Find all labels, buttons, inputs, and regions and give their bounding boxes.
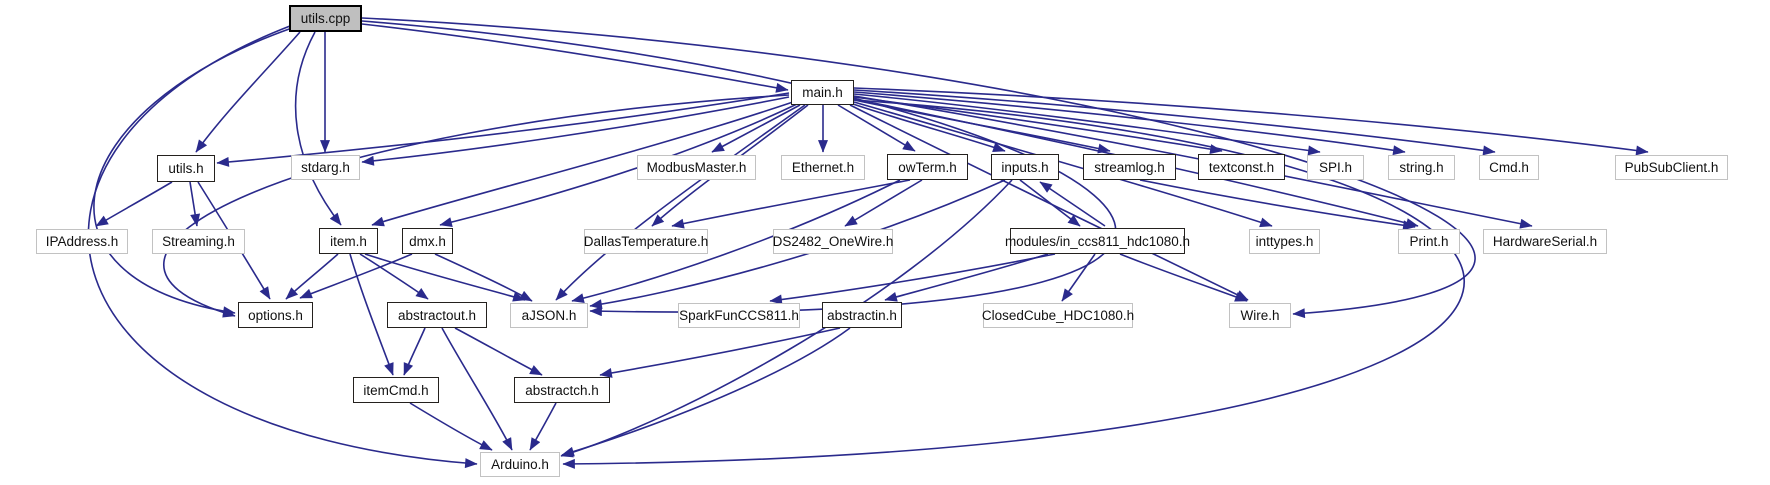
edge-main_h-to-Print_h xyxy=(853,98,1419,228)
node-string_h[interactable]: string.h xyxy=(1388,155,1455,180)
edge-abstractout_h-to-itemCmd_h xyxy=(403,327,426,376)
edge-utils_h-to-Streaming_h xyxy=(189,181,201,227)
edge-in_ccs811_hdc1080_h-to-SparkFunCCS811_h xyxy=(769,253,1056,305)
edge-main_h-to-dmx_h xyxy=(439,103,798,227)
node-utils_cpp[interactable]: utils.cpp xyxy=(289,5,362,32)
edge-main_h-to-SPI_h xyxy=(853,93,1321,156)
node-ClosedCube_HDC1080_h[interactable]: ClosedCube_HDC1080.h xyxy=(982,303,1134,328)
edge-abstractin_h-to-abstractch_h xyxy=(599,327,841,378)
edge-item_h-to-abstractout_h xyxy=(359,253,429,300)
edge-in_ccs811_hdc1080_h-to-ClosedCube_HDC1080_h xyxy=(1061,253,1096,302)
edge-abstractch_h-to-Arduino_h xyxy=(529,402,557,451)
node-main_h[interactable]: main.h xyxy=(791,80,854,105)
node-PubSubClient_h[interactable]: PubSubClient.h xyxy=(1615,155,1728,180)
edge-main_h-to-string_h xyxy=(853,91,1406,156)
node-HardwareSerial_h[interactable]: HardwareSerial.h xyxy=(1483,229,1607,254)
node-SparkFunCCS811_h[interactable]: SparkFunCCS811.h xyxy=(678,303,800,328)
node-inttypes_h[interactable]: inttypes.h xyxy=(1249,229,1320,254)
edge-dmx_h-to-options_h xyxy=(299,253,413,299)
node-utils_h[interactable]: utils.h xyxy=(157,155,215,182)
edge-utils_cpp-to-Arduino_h xyxy=(87,25,478,469)
edge-owTerm_h-to-DallasTemperature_h xyxy=(671,179,911,229)
node-abstractout_h[interactable]: abstractout.h xyxy=(387,302,487,328)
edge-abstractout_h-to-Arduino_h xyxy=(441,327,513,451)
node-Arduino_h[interactable]: Arduino.h xyxy=(480,452,560,477)
edge-in_ccs811_hdc1080_h-to-abstractin_h xyxy=(884,253,1049,302)
edge-abstractin_h-to-Arduino_h xyxy=(561,327,851,457)
edge-main_h-to-inputs_h xyxy=(849,102,1006,152)
edge-dmx_h-to-aJSON_h xyxy=(434,253,533,302)
node-Print_h[interactable]: Print.h xyxy=(1398,229,1460,254)
node-IPAddress_h[interactable]: IPAddress.h xyxy=(36,229,128,254)
edge-streamlog_h-to-Print_h xyxy=(1139,179,1416,231)
node-owTerm_h[interactable]: owTerm.h xyxy=(887,154,968,180)
node-Wire_h[interactable]: Wire.h xyxy=(1229,303,1291,328)
edge-inputs_h-to-Arduino_h xyxy=(560,179,1013,458)
edge-main_h-to-ModbusMaster_h xyxy=(711,104,801,153)
edge-utils_cpp-to-item_h xyxy=(294,31,342,226)
node-inputs_h[interactable]: inputs.h xyxy=(991,154,1059,180)
edge-in_ccs811_hdc1080_h-to-inputs_h xyxy=(1039,181,1106,227)
edge-itemCmd_h-to-Arduino_h xyxy=(409,402,493,451)
node-textconst_h[interactable]: textconst.h xyxy=(1198,154,1285,180)
node-dmx_h[interactable]: dmx.h xyxy=(402,228,453,254)
edge-utils_cpp-to-main_h xyxy=(361,23,789,93)
edge-item_h-to-options_h xyxy=(285,253,339,300)
edge-main_h-to-Cmd_h xyxy=(853,89,1496,156)
edge-utils_cpp-to-aJSON_h xyxy=(361,20,1117,317)
edge-main_h-to-item_h xyxy=(371,101,794,227)
node-in_ccs811_hdc1080_h[interactable]: modules/in_ccs811_hdc1080.h xyxy=(1005,228,1190,254)
edge-in_ccs811_hdc1080_h-to-Wire_h xyxy=(1119,253,1248,302)
edge-inputs_h-to-in_ccs811_hdc1080_h xyxy=(1019,179,1081,227)
edge-main_h-to-Wire_h xyxy=(849,104,1249,301)
edge-main_h-to-Arduino_h xyxy=(562,99,1465,469)
node-ModbusMaster_h[interactable]: ModbusMaster.h xyxy=(637,155,756,180)
edge-utils_h-to-IPAddress_h xyxy=(95,181,173,227)
edge-item_h-to-itemCmd_h xyxy=(349,253,394,376)
node-options_h[interactable]: options.h xyxy=(238,302,313,328)
edge-owTerm_h-to-aJSON_h xyxy=(571,179,901,304)
node-stdarg_h[interactable]: stdarg.h xyxy=(291,155,360,180)
edge-main_h-to-aJSON_h xyxy=(555,104,806,301)
edge-inputs_h-to-aJSON_h xyxy=(589,179,1006,310)
edge-abstractout_h-to-abstractch_h xyxy=(454,327,543,376)
node-Streaming_h[interactable]: Streaming.h xyxy=(152,229,245,254)
node-streamlog_h[interactable]: streamlog.h xyxy=(1083,154,1176,180)
node-abstractin_h[interactable]: abstractin.h xyxy=(822,302,902,328)
node-itemCmd_h[interactable]: itemCmd.h xyxy=(353,377,439,403)
edge-owTerm_h-to-DS2482_OneWire_h xyxy=(844,179,923,227)
node-item_h[interactable]: item.h xyxy=(319,228,378,254)
node-DS2482_OneWire_h[interactable]: DS2482_OneWire.h xyxy=(773,229,893,254)
edge-item_h-to-aJSON_h xyxy=(364,253,526,302)
node-Cmd_h[interactable]: Cmd.h xyxy=(1479,155,1539,180)
edge-utils_cpp-to-utils_h xyxy=(195,31,301,153)
edge-main_h-to-utils_h xyxy=(216,92,790,167)
node-SPI_h[interactable]: SPI.h xyxy=(1307,155,1364,180)
edge-main_h-to-options_h xyxy=(163,94,790,318)
node-aJSON_h[interactable]: aJSON.h xyxy=(510,303,588,328)
edge-main_h-to-stdarg_h xyxy=(361,96,790,166)
edge-main_h-to-PubSubClient_h xyxy=(853,87,1649,156)
node-DallasTemperature_h[interactable]: DallasTemperature.h xyxy=(584,229,708,254)
edge-main_h-to-owTerm_h xyxy=(837,104,916,152)
node-Ethernet_h[interactable]: Ethernet.h xyxy=(781,155,865,180)
node-abstractch_h[interactable]: abstractch.h xyxy=(514,377,610,403)
